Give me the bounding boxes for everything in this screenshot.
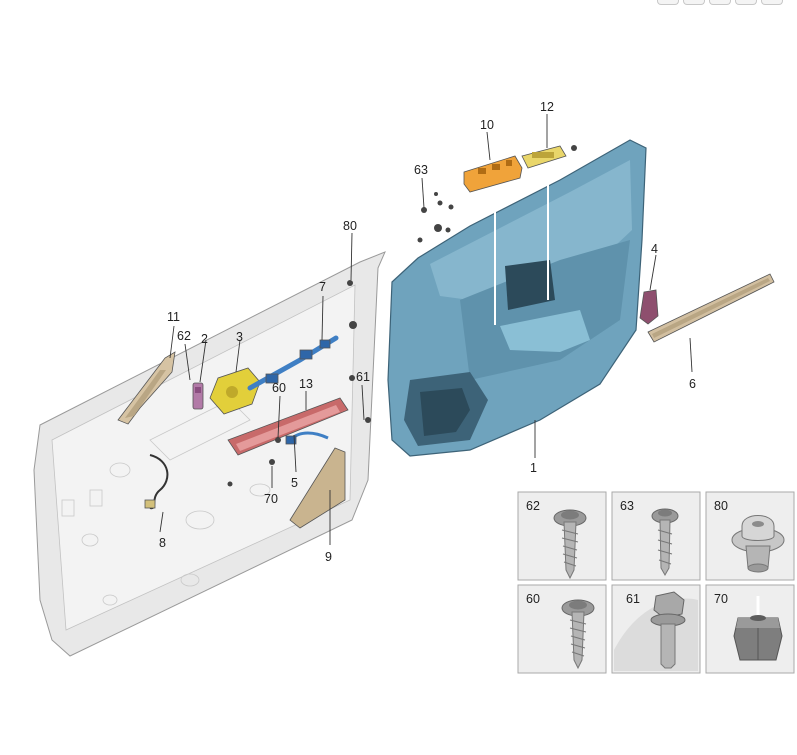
callout-11: 11 xyxy=(167,310,180,324)
callout-8: 8 xyxy=(159,536,166,550)
callout-63: 63 xyxy=(414,163,428,177)
fastener-panel-label: 61 xyxy=(626,592,640,606)
callout-9: 9 xyxy=(325,550,332,564)
callout-62: 62 xyxy=(177,329,191,343)
fastener-panel-label: 63 xyxy=(620,499,634,513)
callout-10: 10 xyxy=(480,118,494,132)
small-fasteners-panel xyxy=(417,192,454,243)
part-9-lower-trim xyxy=(289,447,346,529)
expansion-nut-icon xyxy=(733,596,783,661)
clip-grommet-icon xyxy=(731,515,785,573)
callout-61: 61 xyxy=(356,370,370,384)
part-13-reinforcement xyxy=(227,397,349,456)
callout-4: 4 xyxy=(651,242,658,256)
callout-7: 7 xyxy=(319,280,326,294)
fastener-panel-label: 80 xyxy=(714,499,728,513)
toolbar-tab[interactable] xyxy=(683,0,705,5)
toolbar-tab[interactable] xyxy=(735,0,757,5)
part-4-clip xyxy=(639,289,659,325)
part-8-cable-loom xyxy=(144,454,169,510)
toolbar-tab[interactable] xyxy=(761,0,783,5)
part-11-handle-trim xyxy=(117,351,176,425)
part-1-door-trim-panel xyxy=(387,139,647,457)
hex-bolt-icon xyxy=(650,591,686,669)
callout-labels: 1 2 3 4 5 6 7 8 9 10 11 12 13 60 61 62 6… xyxy=(159,100,696,564)
toolbar-tab[interactable] xyxy=(709,0,731,5)
fastener-panel-label: 70 xyxy=(714,592,728,606)
screw-flange-head-icon xyxy=(651,508,679,577)
part-2-connector xyxy=(192,382,204,410)
fastener-panel-61[interactable]: 61 xyxy=(611,584,701,674)
small-fasteners-shell xyxy=(227,280,371,487)
fastener-panel-63[interactable]: 63 xyxy=(611,491,701,581)
part-6-trim-strip xyxy=(647,273,775,343)
leader-lines xyxy=(159,114,693,545)
assembly-guides xyxy=(494,170,549,325)
callout-2: 2 xyxy=(201,332,208,346)
toolbar-tab[interactable] xyxy=(657,0,679,5)
fastener-panels: 62 63 xyxy=(517,491,795,674)
callout-60: 60 xyxy=(272,381,286,395)
callout-5: 5 xyxy=(291,476,298,490)
callout-80: 80 xyxy=(343,219,357,233)
screw-washer-head-icon xyxy=(553,509,587,580)
fastener-panel-label: 62 xyxy=(526,499,540,513)
fastener-panel-80[interactable]: 80 xyxy=(705,491,795,581)
switch-screw xyxy=(571,145,577,151)
callout-3: 3 xyxy=(236,330,243,344)
fastener-panel-62[interactable]: 62 xyxy=(517,491,607,581)
callout-12: 12 xyxy=(540,100,554,114)
fastener-panel-60[interactable]: 60 xyxy=(517,584,607,674)
callout-13: 13 xyxy=(299,377,313,391)
fastener-panel-label: 60 xyxy=(526,592,540,606)
toolbar-tabs xyxy=(657,0,783,5)
part-3-bracket xyxy=(209,367,261,415)
fastener-panel-70[interactable]: 70 xyxy=(705,584,795,674)
part-12-switch xyxy=(521,145,567,169)
part-7-wiring-harness xyxy=(247,335,339,391)
screw-washer-head-icon xyxy=(561,599,595,670)
callout-1: 1 xyxy=(530,461,537,475)
part-5-cable xyxy=(285,431,329,445)
callout-6: 6 xyxy=(689,377,696,391)
callout-70: 70 xyxy=(264,492,278,506)
part-10-window-switch xyxy=(463,155,523,193)
